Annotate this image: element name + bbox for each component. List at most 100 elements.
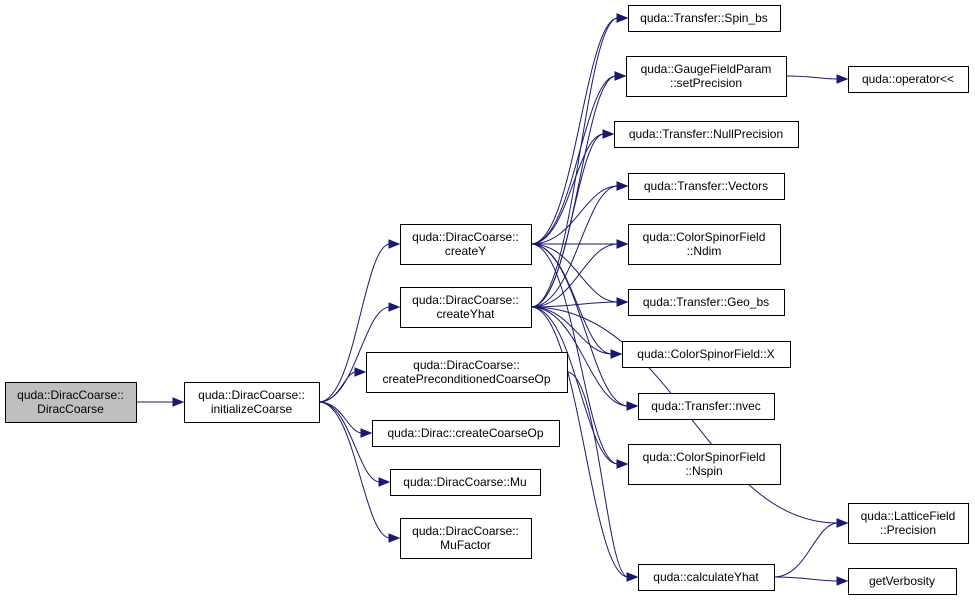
arrowhead [836,576,849,586]
node-nvec[interactable]: quda::Transfer::nvec [638,393,775,420]
node-box [184,382,320,423]
node-label: createY [445,244,486,258]
edge-createY-to-spin_bs [530,17,619,245]
node-box [5,382,137,423]
node-label: ::setPrecision [670,76,742,90]
arrowhead [626,401,639,411]
node-label: quda::DiracCoarse:: [198,388,305,402]
edge-createYhat-to-csf_x [530,306,613,355]
node-box [372,420,560,447]
node-box [628,289,785,316]
node-ndim[interactable]: quda::ColorSpinorField::Ndim [628,224,781,265]
node-box [848,66,969,93]
node-label: createYhat [436,307,495,321]
arrowhead [388,533,401,543]
node-box [400,518,532,559]
node-box [390,469,541,496]
node-mu[interactable]: quda::DiracCoarse::Mu [390,469,541,496]
node-box [400,287,532,328]
edge-calcYhat-to-lfPrecision [773,522,839,578]
node-label: quda::DiracCoarse:: [412,293,519,307]
node-box [628,173,785,200]
node-label: getVerbosity [869,574,935,588]
node-label: createPreconditionedCoarseOp [382,372,550,386]
node-label: initializeCoarse [211,402,293,416]
edge-initCoarse-to-createY [318,243,391,403]
edge-createY-to-vectors [530,185,619,245]
node-mufactor[interactable]: quda::DiracCoarse::MuFactor [400,518,532,559]
edge-calcYhat-to-getVerbosity [773,576,839,582]
node-getVerbosity[interactable]: getVerbosity [848,568,957,595]
node-label: quda::ColorSpinorField [643,230,766,244]
node-label: quda::DiracCoarse:: [17,388,124,402]
node-createY[interactable]: quda::DiracCoarse::createY [400,224,532,265]
arrowhead [616,13,629,23]
arrowhead [616,459,629,469]
node-label: quda::LatticeField [861,509,956,523]
edge-createY-to-geo_bs [530,243,619,303]
edge-setPrecision-to-operator [785,75,839,80]
node-nullPrec[interactable]: quda::Transfer::NullPrecision [614,121,799,148]
arrowhead [626,572,639,582]
node-lfPrecision[interactable]: quda::LatticeField::Precision [848,503,969,544]
node-label: DiracCoarse [37,402,104,416]
edge-createYhat-to-geo_bs [530,301,619,308]
arrowhead [360,428,373,438]
edge-createYhat-to-nspin [530,306,619,465]
node-initCoarse[interactable]: quda::DiracCoarse::initializeCoarse [184,382,320,423]
node-spin_bs[interactable]: quda::Transfer::Spin_bs [628,5,781,32]
node-csf_x[interactable]: quda::ColorSpinorField::X [622,341,791,368]
node-box [400,224,532,265]
node-label: quda::DiracCoarse:: [413,358,520,372]
arrowhead [610,349,623,359]
node-label: quda::Transfer::Spin_bs [640,11,768,25]
node-label: MuFactor [440,538,491,552]
arrowhead [378,477,391,487]
node-label: quda::ColorSpinorField [643,450,766,464]
edge-createYhat-to-ndim [530,243,619,308]
node-label: quda::Transfer::Geo_bs [643,295,769,309]
arrowhead [602,129,615,139]
edge-createPrecOp-to-calcYhat [566,371,629,578]
node-createPrecOp[interactable]: quda::DiracCoarse::createPreconditionedC… [366,352,568,393]
node-box [638,393,775,420]
node-label: quda::DiracCoarse:: [412,230,519,244]
edge-createY-to-nvec [530,243,629,407]
node-vectors[interactable]: quda::Transfer::Vectors [628,173,785,200]
node-box [628,5,781,32]
node-label: ::Ndim [687,244,722,258]
node-dc_ctor[interactable]: quda::DiracCoarse::DiracCoarse [5,382,137,423]
edge-createYhat-to-nullPrec [530,133,605,308]
node-dirac_createCoarseOp[interactable]: quda::Dirac::createCoarseOp [372,420,560,447]
edge-initCoarse-to-createPrecOp [318,371,357,403]
node-calcYhat[interactable]: quda::calculateYhat [638,564,775,591]
node-label: quda::Dirac::createCoarseOp [387,426,543,440]
node-geo_bs[interactable]: quda::Transfer::Geo_bs [628,289,785,316]
node-createYhat[interactable]: quda::DiracCoarse::createYhat [400,287,532,328]
edge-createYhat-to-calcYhat [530,306,629,578]
node-box [626,56,787,97]
edge-createY-to-setPrecision [530,75,617,245]
node-label: quda::GaugeFieldParam [641,62,772,76]
arrowhead [616,297,629,307]
edge-initCoarse-to-mufactor [318,401,391,539]
node-label: quda::Transfer::NullPrecision [629,127,783,141]
arrowhead [172,397,185,407]
node-nspin[interactable]: quda::ColorSpinorField::Nspin [628,444,781,485]
node-label: quda::Transfer::nvec [651,399,761,413]
call-nodes: quda::DiracCoarse::DiracCoarsequda::Dira… [5,5,969,595]
call-edges [136,13,849,586]
node-label: ::Nspin [685,464,722,478]
node-label: quda::Transfer::Vectors [644,179,768,193]
node-label: quda::operator<< [862,72,954,86]
node-operator[interactable]: quda::operator<< [848,66,969,93]
node-box [628,444,781,485]
node-box [614,121,799,148]
arrowhead [354,367,367,377]
arrowhead [388,302,401,312]
node-setPrecision[interactable]: quda::GaugeFieldParam::setPrecision [626,56,787,97]
arrowhead [836,74,849,84]
node-box [848,503,969,544]
node-box [848,568,957,595]
